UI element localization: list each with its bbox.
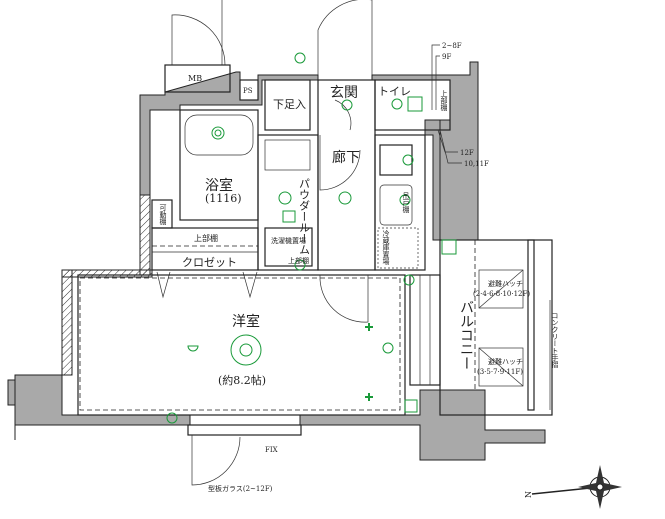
ps-label: PS <box>243 87 253 95</box>
patterned-glass-label: 型板ガラス(2~12F) <box>208 484 273 493</box>
floor-note-12f: 12F <box>460 149 474 157</box>
evacuation-hatch-2[interactable] <box>478 347 524 387</box>
hallway-label: 廊下 <box>332 149 360 166</box>
washer-space-label: 洗濯機置場 <box>271 236 306 245</box>
upper-shelf-label: 上部棚 <box>194 233 218 243</box>
equipment-symbols <box>166 52 457 424</box>
bathroom-label: 浴室 <box>205 177 233 194</box>
movable-shelf-label: 可動棚 <box>159 204 167 226</box>
washer-space <box>264 227 313 267</box>
western-room-label: 洋室 <box>232 313 260 330</box>
floor-note-9f: 9F <box>442 53 451 61</box>
shoe-storage <box>264 79 311 131</box>
hatch-1-floors: (2·4·6·8·10·12F) <box>473 290 530 298</box>
walls <box>7 61 546 461</box>
bathroom-size: (1116) <box>205 192 242 205</box>
hatch-2-floors: (3·5·7·9·11F) <box>477 368 523 376</box>
balcony-label: バルコニー <box>458 300 474 370</box>
fix-label: FIX <box>265 446 278 454</box>
entrance-label: 玄関 <box>330 84 358 101</box>
western-room-size: (約8.2帖) <box>218 373 266 387</box>
hatch-2-label: 避難ハッチ <box>488 357 523 366</box>
powder-room-label: パウダールーム <box>298 178 311 255</box>
floor-note-10-11f: 10,11F <box>464 160 489 168</box>
floor-note-2-8f: 2~8F <box>442 42 462 50</box>
balcony <box>439 239 553 416</box>
toilet-label: トイレ <box>378 85 411 98</box>
closet-label: クロゼット <box>182 256 237 269</box>
mb-door[interactable] <box>171 14 226 66</box>
ps-box <box>239 79 259 101</box>
fix-window <box>187 424 302 436</box>
toilet <box>374 79 451 131</box>
kitchen <box>374 134 426 271</box>
hatch-1-label: 避難ハッチ <box>488 279 523 288</box>
north-label: N <box>524 491 533 498</box>
compass-north-icon <box>531 465 622 509</box>
shoe-storage-label: 下足入 <box>273 98 306 111</box>
evacuation-hatch-1[interactable] <box>478 269 524 309</box>
entrance-door[interactable] <box>317 0 372 75</box>
toilet-upper-shelf-label: 上部棚 <box>440 89 448 112</box>
closet <box>151 227 259 271</box>
fridge-space-label: 冷蔵庫置場 <box>382 229 390 266</box>
mb-label: MB <box>188 74 202 83</box>
mb-box <box>164 64 231 93</box>
window-door[interactable] <box>191 435 241 486</box>
concrete-railing-label: コンクリート手摺 <box>551 312 559 369</box>
hanging-cabinet-label: 吊戸棚 <box>402 192 410 214</box>
washer-upper-shelf-label: 上部棚 <box>288 256 309 265</box>
western-room <box>77 274 406 416</box>
